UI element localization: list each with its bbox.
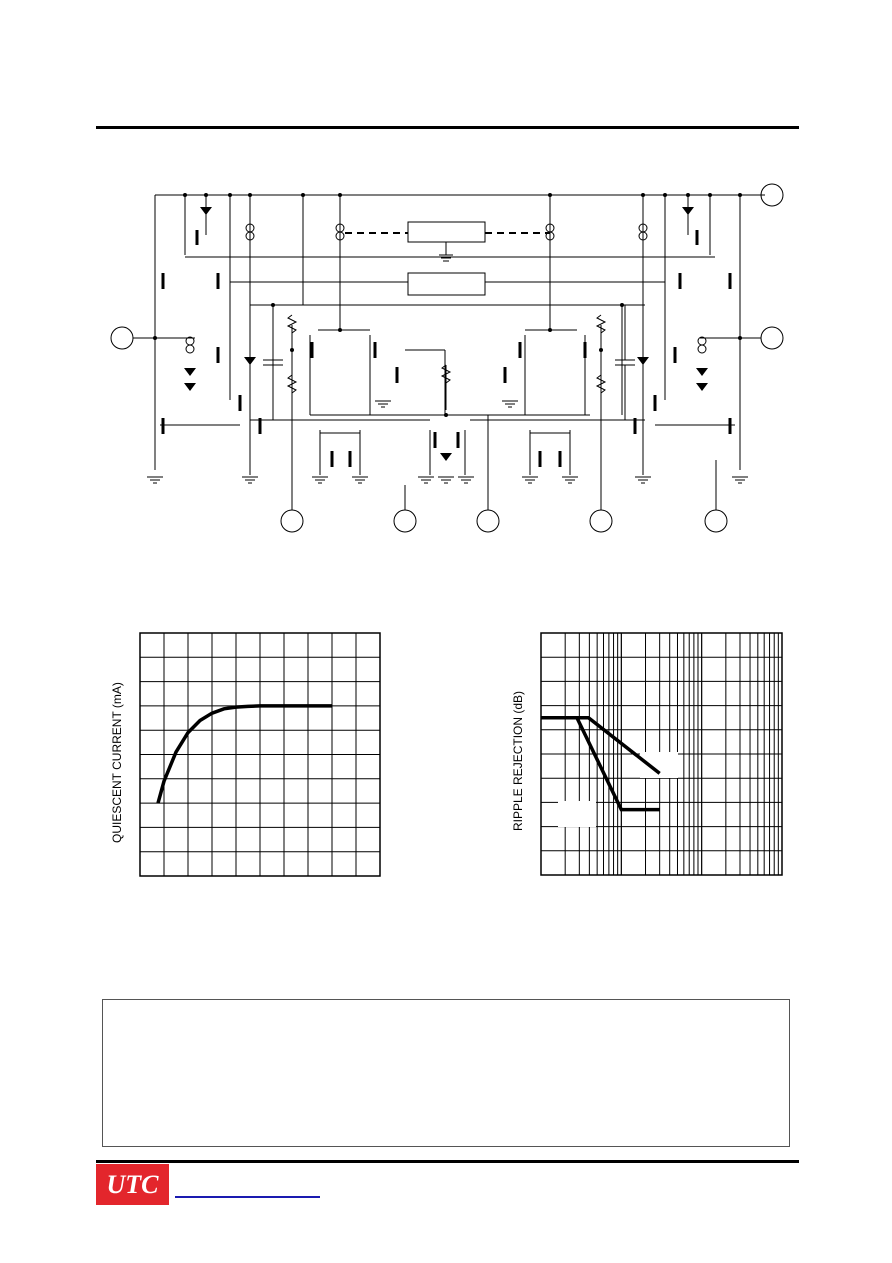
plot-frame <box>139 632 381 877</box>
header-rule <box>96 126 799 129</box>
notice-box <box>102 999 790 1147</box>
equivalent-circuit-schematic <box>110 183 784 533</box>
footer-rule <box>96 1160 799 1163</box>
ripple-rejection-graph <box>540 632 783 876</box>
pin-circle <box>476 509 500 533</box>
pin-circle <box>280 509 304 533</box>
plot-frame <box>540 632 783 876</box>
quiescent-current-graph <box>139 632 381 877</box>
chart-grid <box>541 633 782 875</box>
series-line <box>541 715 661 775</box>
series-line <box>156 704 332 804</box>
website-link[interactable] <box>175 1196 320 1198</box>
pin-circle <box>704 509 728 533</box>
label-mask <box>558 801 596 827</box>
pin-circle <box>110 326 134 350</box>
logo-text: UTC <box>106 1169 159 1199</box>
pin-circle <box>589 509 613 533</box>
pin-circle <box>760 183 784 207</box>
chart-grid <box>140 633 380 876</box>
pin-circle <box>393 509 417 533</box>
utc-logo: UTC <box>96 1164 169 1205</box>
pin-circle <box>760 326 784 350</box>
